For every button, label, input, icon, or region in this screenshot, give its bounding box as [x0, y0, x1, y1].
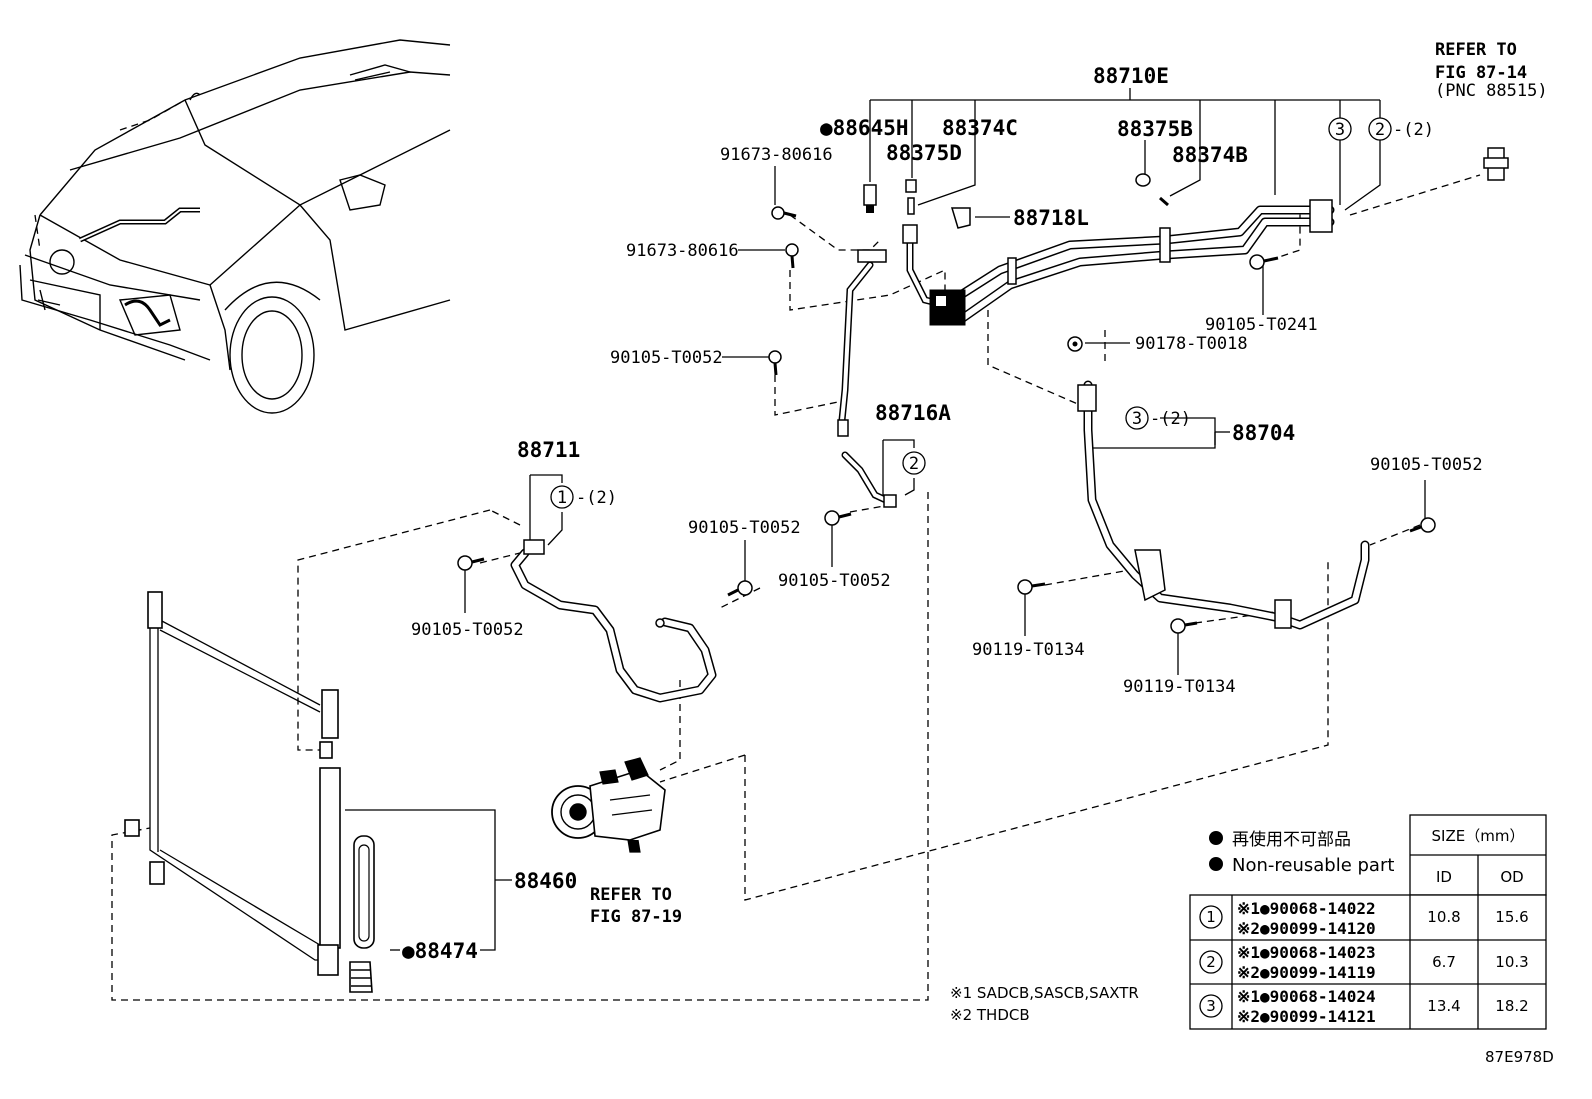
quantity-note: -(2) [576, 488, 617, 508]
part-label-88474: ●88474 [402, 939, 478, 963]
row-od: 15.6 [1495, 908, 1528, 926]
bolt [1409, 517, 1436, 533]
components [124, 147, 1509, 993]
legend-english: Non-reusable part [1232, 855, 1394, 876]
part-label-91673-80616: 91673-80616 [720, 145, 833, 165]
callout-3: 3 [1132, 409, 1142, 429]
part-label-88710E: 88710E [1093, 64, 1169, 88]
row-part-number-2: ※2●90099-14121 [1237, 1007, 1376, 1026]
part-label-90105-T0241: 90105-T0241 [1205, 315, 1318, 335]
callout-3: 3 [1335, 120, 1345, 140]
part-label-90105-T0052: 90105-T0052 [1370, 455, 1483, 475]
row-number: 1 [1206, 908, 1216, 926]
part-label-88718L: 88718L [1013, 206, 1089, 230]
bolt [771, 206, 797, 220]
table-row: 2 ※1●90068-14023 ※2●90099-14119 6.7 10.3 [1199, 943, 1529, 982]
part-label-88704: 88704 [1232, 421, 1295, 445]
part-label-90105-T0052: 90105-T0052 [688, 518, 801, 538]
row-od: 10.3 [1495, 953, 1528, 971]
table-header-od: OD [1500, 868, 1523, 886]
row-part-number-2: ※2●90099-14119 [1237, 963, 1376, 982]
part-label-90105-T0052: 90105-T0052 [610, 348, 723, 368]
part-label-90105-T0052: 90105-T0052 [411, 620, 524, 640]
part-label-90119-T0134: 90119-T0134 [972, 640, 1085, 660]
table-row: 3 ※1●90068-14024 ※2●90099-14121 13.4 18.… [1199, 987, 1529, 1026]
row-id: 10.8 [1427, 908, 1460, 926]
row-number: 2 [1206, 953, 1216, 971]
quantity-note: -(2) [1393, 120, 1434, 140]
refer-top-line2: FIG 87-14 [1435, 63, 1527, 83]
refer-bottom-line1: REFER TO [590, 885, 672, 905]
figure-id: 87E978D [1485, 1048, 1554, 1066]
refer-top-line3: (PNC 88515) [1435, 81, 1548, 101]
bolt [1017, 579, 1046, 595]
legend: 再使用不可部品 Non-reusable part ※1 SADCB,SASCB… [950, 829, 1554, 1066]
row-part-number-1: ※1●90068-14023 [1237, 943, 1376, 962]
part-label-90178-T0018: 90178-T0018 [1135, 334, 1248, 354]
table-header-size: SIZE（mm） [1432, 827, 1525, 845]
bolt [1249, 254, 1279, 270]
part-label-88645H: ●88645H [820, 116, 909, 140]
part-label-88374B: 88374B [1172, 143, 1248, 167]
part-label-88716A: 88716A [875, 401, 951, 425]
row-id: 6.7 [1432, 953, 1456, 971]
refer-top-line1: REFER TO [1435, 40, 1517, 60]
part-label-91673-80616: 91673-80616 [626, 241, 739, 261]
note-1: ※1 SADCB,SASCB,SAXTR [950, 984, 1139, 1002]
part-label-88375B: 88375B [1117, 117, 1193, 141]
refer-bottom-line2: FIG 87-19 [590, 907, 682, 927]
row-number: 3 [1206, 997, 1216, 1015]
callout-1: 1 [557, 488, 567, 508]
vehicle-illustration [19, 39, 451, 414]
part-label-90119-T0134: 90119-T0134 [1123, 677, 1236, 697]
callout-2: 2 [909, 454, 919, 474]
part-labels: 88710E REFER TO FIG 87-14 (PNC 88515) ●8… [402, 40, 1548, 963]
row-part-number-2: ※2●90099-14120 [1237, 919, 1376, 938]
table-row: 1 ※1●90068-14022 ※2●90099-14120 10.8 15.… [1199, 899, 1529, 938]
ac-pipes [510, 205, 1370, 703]
bolt [768, 350, 782, 376]
part-label-88374C: 88374C [942, 116, 1018, 140]
bolt [1170, 618, 1198, 634]
callout-2: 2 [1375, 120, 1385, 140]
bolt [457, 555, 485, 571]
filter-element [349, 835, 375, 993]
table-header-id: ID [1436, 868, 1452, 886]
size-table: SIZE（mm） ID OD 1 ※1●90068-14022 ※2●90099… [1189, 814, 1547, 1030]
note-2: ※2 THDCB [950, 1006, 1030, 1024]
row-id: 13.4 [1427, 997, 1460, 1015]
part-label-88460: 88460 [514, 869, 577, 893]
bolt [824, 510, 852, 526]
row-od: 18.2 [1495, 997, 1528, 1015]
nut [1067, 336, 1083, 352]
bolt [785, 243, 799, 269]
callout-circles: 3 2 3 2 1 -(2) -(2) -(2) [550, 117, 1434, 509]
leader-lines [111, 88, 1481, 1001]
part-label-90105-T0052: 90105-T0052 [778, 571, 891, 591]
bolt [727, 580, 753, 597]
row-part-number-1: ※1●90068-14022 [1237, 899, 1376, 918]
condenser [124, 591, 341, 976]
legend-japanese: 再使用不可部品 [1232, 829, 1351, 850]
quantity-note: -(2) [1150, 409, 1191, 429]
part-label-88375D: 88375D [886, 141, 962, 165]
row-part-number-1: ※1●90068-14024 [1237, 987, 1376, 1006]
part-label-88711: 88711 [517, 438, 580, 462]
compressor [551, 757, 666, 853]
